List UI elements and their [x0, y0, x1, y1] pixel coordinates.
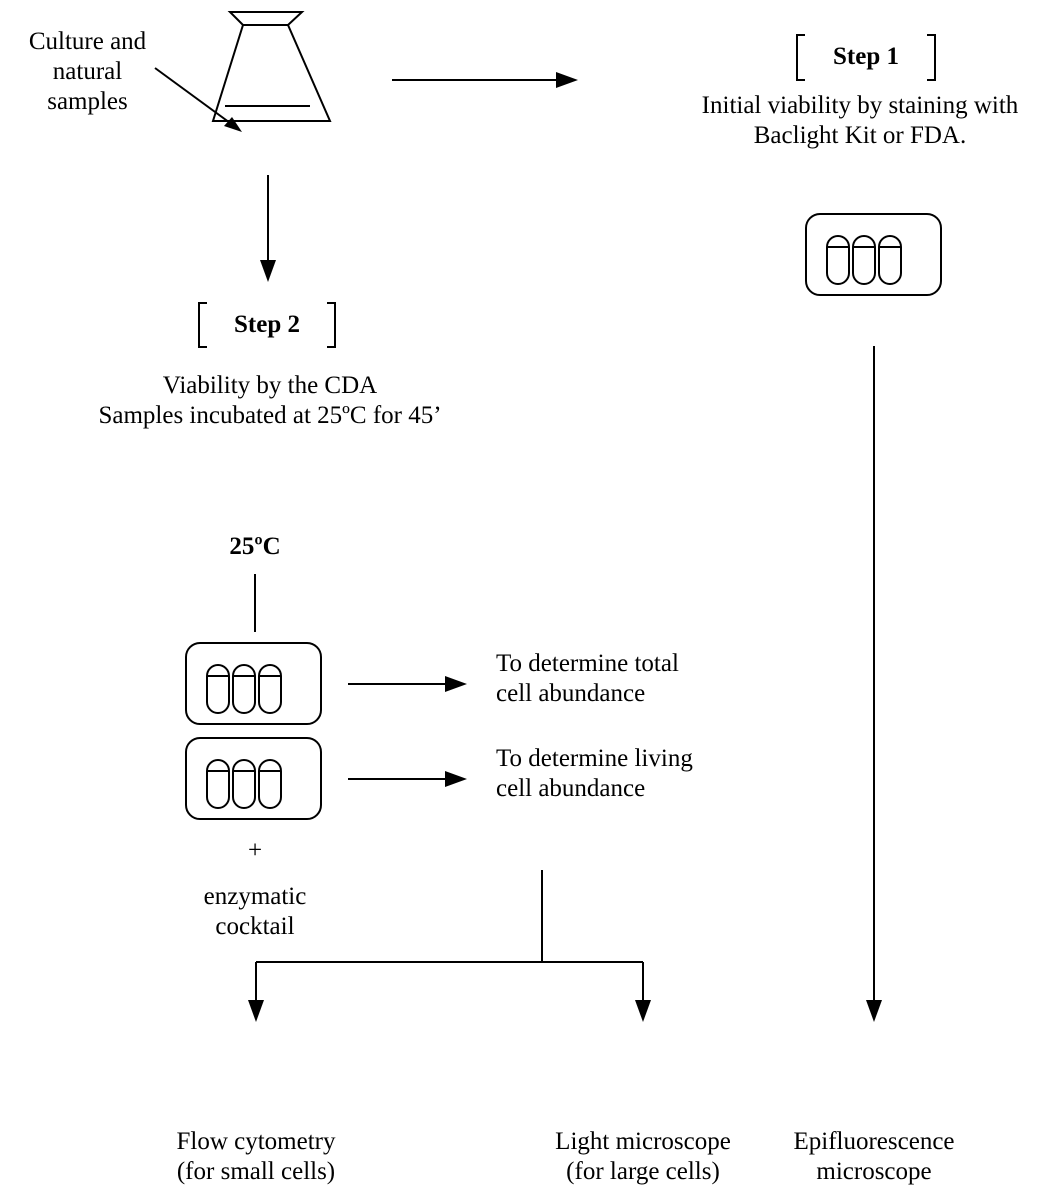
arrow-to-epifluorescence — [866, 346, 882, 1022]
sample-label: Culture and natural samples — [5, 27, 170, 117]
step2-description: Viability by the CDA Samples incubated a… — [60, 371, 480, 431]
step1-description-line-1: Initial viability by staining with — [701, 92, 1019, 119]
arrow-to-step2 — [260, 175, 276, 282]
step1-description: Initial viability by staining with Bacli… — [655, 91, 1051, 151]
step1-bracket — [796, 34, 936, 81]
sample-label-line-3: samples — [47, 88, 128, 115]
enzyme-label-line-1: enzymatic — [203, 883, 307, 910]
step2-label: Step 2 — [234, 311, 300, 338]
total-abundance-line-1: To determine total — [496, 650, 679, 677]
output-epi-line-2: microscope — [816, 1158, 932, 1185]
step2-bracket — [198, 302, 336, 348]
total-abundance-line-2: cell abundance — [496, 680, 646, 707]
output-epifluorescence: Epifluorescence microscope — [774, 1127, 974, 1187]
step1-description-line-2: Baclight Kit or FDA. — [753, 122, 967, 149]
tube-tray-living-icon — [185, 737, 322, 820]
step2-description-line-1: Viability by the CDA — [162, 372, 378, 399]
tube-tray-total-icon — [185, 642, 322, 725]
living-abundance-label: To determine living cell abundance — [496, 744, 693, 804]
branch-connector — [248, 870, 651, 1022]
output-light-line-2: (for large cells) — [566, 1158, 720, 1185]
temperature-label: 25ºC — [229, 533, 281, 560]
sample-label-line-1: Culture and — [28, 28, 147, 55]
output-light-microscope: Light microscope (for large cells) — [513, 1127, 773, 1187]
total-abundance-label: To determine total cell abundance — [496, 649, 679, 709]
output-flow-cytometry: Flow cytometry (for small cells) — [126, 1127, 386, 1187]
arrow-to-step1 — [392, 72, 578, 88]
sample-label-line-2: natural — [52, 58, 123, 85]
living-abundance-line-1: To determine living — [496, 745, 693, 772]
tube-tray-step1-icon — [805, 213, 942, 296]
output-light-line-1: Light microscope — [555, 1128, 731, 1155]
output-flow-line-2: (for small cells) — [176, 1158, 336, 1185]
arrow-to-total-label — [348, 676, 467, 692]
living-abundance-line-2: cell abundance — [496, 775, 646, 802]
output-flow-line-1: Flow cytometry — [176, 1128, 336, 1155]
step2-description-line-2: Samples incubated at 25ºC for 45’ — [98, 402, 442, 429]
step1-label: Step 1 — [833, 43, 899, 70]
enzyme-label-line-2: cocktail — [215, 913, 295, 940]
arrow-to-living-label — [348, 771, 467, 787]
sample-pointer-line — [154, 67, 238, 129]
sample-pointer-arrowhead — [224, 117, 242, 132]
flask-icon — [211, 11, 332, 122]
output-epi-line-1: Epifluorescence — [793, 1128, 955, 1155]
plus-sign: + — [247, 837, 263, 864]
enzyme-label: enzymatic cocktail — [175, 882, 335, 942]
